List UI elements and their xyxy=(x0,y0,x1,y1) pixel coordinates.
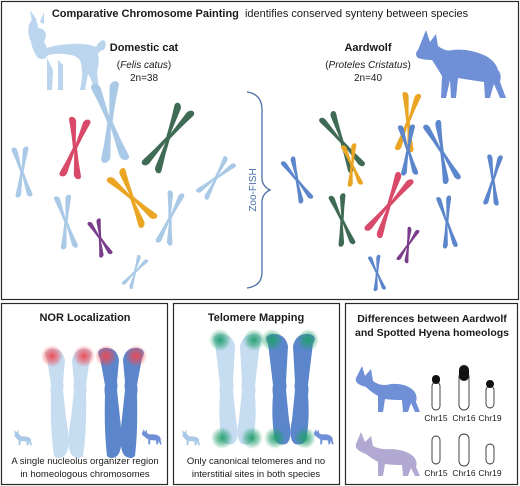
nor-panel-title: NOR Localization xyxy=(39,312,130,324)
left-karyotype: 2n=38 xyxy=(130,73,159,84)
right-species-latin: Proteles Cristatus xyxy=(329,60,408,71)
hyena-silhouette-icon xyxy=(355,432,420,476)
right-karyotype: 2n=40 xyxy=(354,73,383,84)
hyena-chr-label-3: Chr19 xyxy=(478,468,501,478)
figure-title: Comparative Chromosome Painting identifi… xyxy=(52,8,469,20)
telomere-signal xyxy=(294,427,316,449)
hyena-chr-label-1: Chr15 xyxy=(424,468,447,478)
telomere-caption-line1: Only canonical telomeres and no xyxy=(187,456,325,467)
nor-signal-dark-right xyxy=(125,345,147,367)
left-species-name: Domestic cat xyxy=(110,42,179,54)
aardwolf-chr-label-3: Chr19 xyxy=(478,413,501,423)
hyena-chr15 xyxy=(431,435,441,465)
telomere-signal xyxy=(209,329,231,351)
aardwolf-chr15 xyxy=(431,375,441,411)
nor-caption-line1: A single nucleolus organizer region xyxy=(11,456,158,467)
right-species-latin-line: (Proteles Cristatus) xyxy=(325,60,411,71)
aardwolf-silhouette-icon xyxy=(416,30,506,98)
hyena-chr16 xyxy=(458,433,470,467)
aardwolf-chr16 xyxy=(458,365,470,411)
cat-silhouette-icon xyxy=(28,10,106,90)
left-species-latin-line: (Felis catus) xyxy=(117,60,171,71)
right-species-name: Aardwolf xyxy=(344,42,391,54)
nor-caption-line2: in homeologous chromosomes xyxy=(20,469,150,480)
differences-title-line2: and Spotted Hyena homeologs xyxy=(355,327,509,339)
telomere-signal xyxy=(264,427,286,449)
telomere-signal xyxy=(297,329,319,351)
aardwolf-chr-label-2: Chr16 xyxy=(452,413,475,423)
aardwolf-silhouette-icon xyxy=(355,366,420,412)
title-rest: identifies conserved synteny between spe… xyxy=(245,8,469,20)
zoofish-bracket xyxy=(246,91,272,289)
telomere-chromosome-dark xyxy=(266,333,315,445)
nor-signal-light-right xyxy=(73,345,95,367)
nor-signal-dark-left xyxy=(95,345,117,367)
left-species-latin: Felis catus xyxy=(120,60,168,71)
title-bold: Comparative Chromosome Painting xyxy=(52,8,239,20)
hyena-chr-label-2: Chr16 xyxy=(452,468,475,478)
aardwolf-chr19 xyxy=(485,380,495,409)
telomere-panel-title: Telomere Mapping xyxy=(208,312,304,324)
telomere-signal xyxy=(241,427,263,449)
nor-chromosome-light xyxy=(45,348,92,458)
telomere-signal xyxy=(243,329,265,351)
aardwolf-silhouette-icon xyxy=(142,429,162,445)
nor-signal-light-left xyxy=(41,345,63,367)
telomere-chromosome-light xyxy=(213,333,262,445)
nor-chromosome-dark xyxy=(98,347,144,458)
telomere-signal xyxy=(211,427,233,449)
aardwolf-chr-label-1: Chr15 xyxy=(424,413,447,423)
cat-silhouette-icon xyxy=(182,429,201,446)
telomere-signal xyxy=(261,329,283,351)
differences-title-line1: Differences between Aardwolf xyxy=(357,313,507,325)
telomere-caption-line2: interstitial sites in both species xyxy=(192,469,321,480)
hyena-chr19 xyxy=(485,443,495,465)
zoofish-label: Zoo-FISH xyxy=(248,168,259,211)
aardwolf-silhouette-icon xyxy=(314,429,334,445)
